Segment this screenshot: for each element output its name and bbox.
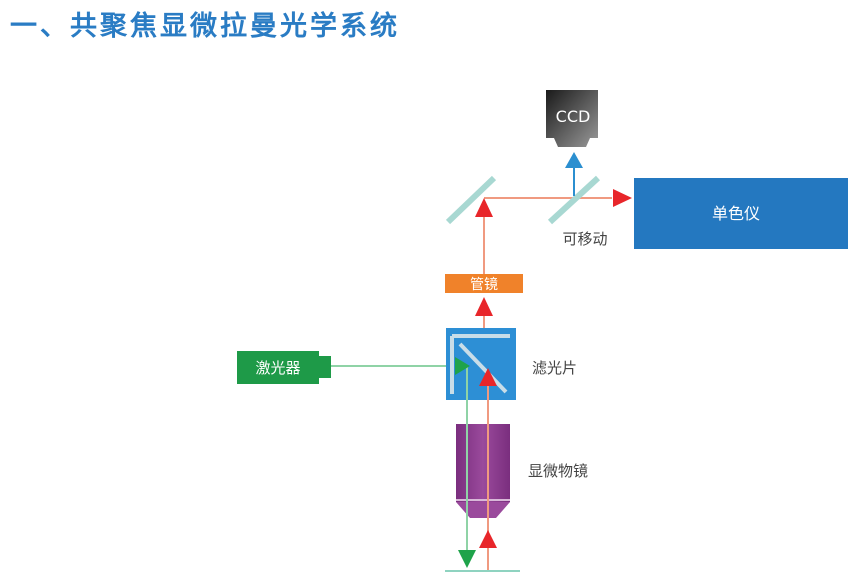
monochromator-label: 单色仪 (712, 204, 760, 223)
ccd-camera: CCD (546, 90, 598, 147)
ccd-label: CCD (556, 107, 591, 126)
filter-cube (446, 328, 516, 400)
filter-label: 滤光片 (532, 359, 577, 377)
tube-lens: 管镜 (445, 274, 523, 293)
ccd-arrow (565, 152, 583, 196)
mirror-movable (547, 175, 601, 225)
movable-label: 可移动 (562, 230, 607, 248)
laser: 激光器 (237, 351, 331, 384)
arrow-down-to-sample (458, 550, 476, 568)
arrow-up-from-sample (479, 530, 497, 548)
objective-lens (456, 424, 510, 520)
page-title: 一、共聚焦显微拉曼光学系统 (10, 11, 400, 42)
laser-label: 激光器 (255, 359, 300, 377)
objective-label: 显微物镜 (528, 462, 588, 480)
tube-lens-label: 管镜 (470, 277, 498, 293)
mirror-fixed (445, 175, 497, 225)
monochromator: 单色仪 (634, 178, 848, 249)
arrow-to-monochromator (613, 189, 632, 207)
arrow-up-to-mirror (475, 198, 493, 217)
arrow-up-to-tube-lens (475, 297, 493, 316)
